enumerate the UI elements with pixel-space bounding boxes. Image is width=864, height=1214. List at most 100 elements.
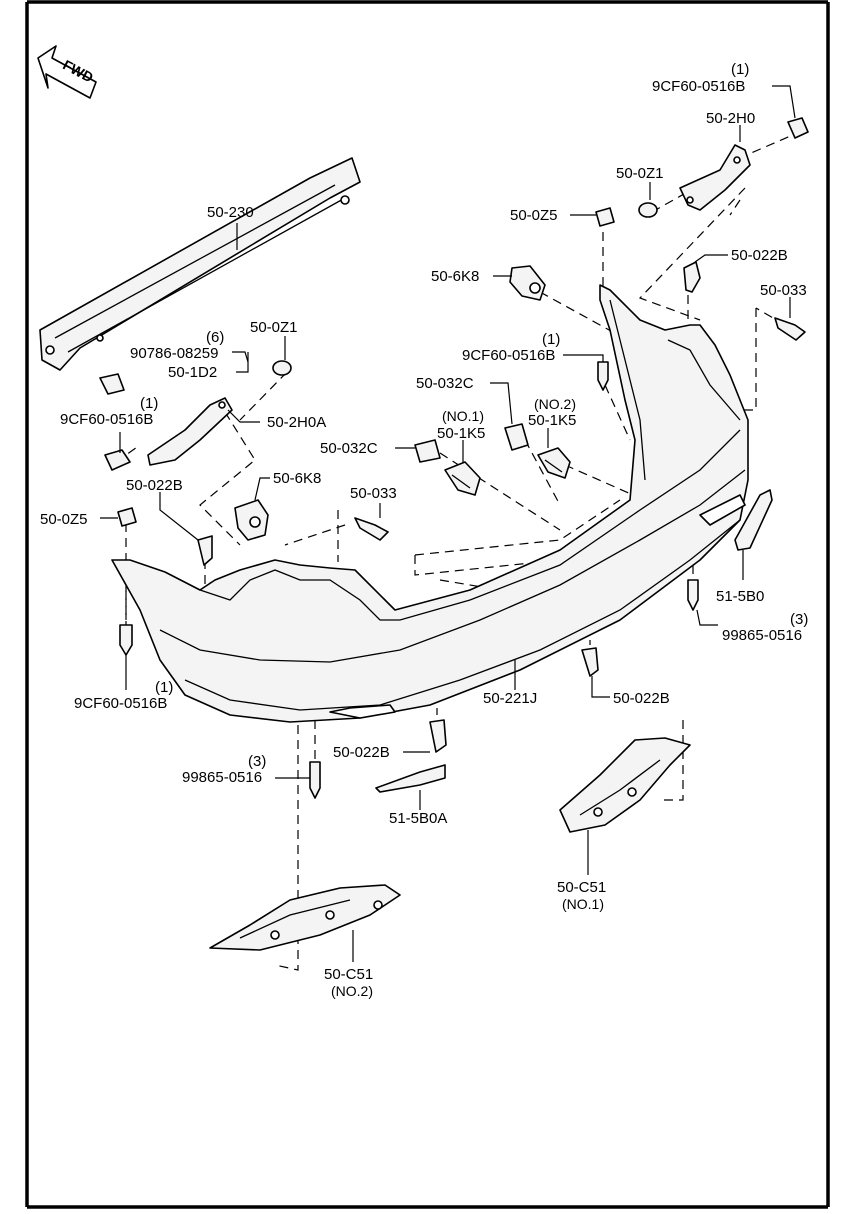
callout-50-c51-no2: 50-C51 (NO.2): [324, 966, 373, 999]
qty-label: (NO.1): [442, 408, 484, 424]
callout-50-1k5-no2: (NO.2) 50-1K5: [528, 396, 576, 429]
part-code-label: 50-1K5: [437, 425, 485, 442]
under-cover-c51-no2: [209, 884, 401, 951]
part-code-label: 50-0Z5: [40, 511, 88, 528]
variant-label: (NO.1): [562, 896, 604, 912]
part-code-label: 50-033: [760, 282, 807, 299]
qty-label: (NO.2): [534, 396, 576, 412]
clip-0z5-left: [117, 507, 137, 527]
part-code-label: 50-C51: [557, 879, 606, 896]
part-code-label: 9CF60-0516B: [60, 411, 153, 428]
callout-9cf60-bottom-left: (1) 9CF60-0516B: [74, 679, 173, 712]
part-code-label: 50-032C: [320, 440, 378, 457]
reflector-5b0a: [375, 764, 446, 793]
part-code-label: 50-2H0: [706, 110, 755, 127]
bolt-9cf60-bottom-left: [119, 624, 133, 656]
callout-50-022b-bottom-right: 50-022B: [613, 690, 670, 707]
bolt-9cf60-center: [597, 361, 609, 391]
part-code-label: 9CF60-0516B: [462, 347, 555, 364]
clip-0z5-right: [595, 207, 615, 227]
part-code-label: 50-6K8: [273, 470, 321, 487]
callout-50-032c-center: 50-032C: [416, 375, 474, 392]
part-code-label: 50-0Z1: [250, 319, 298, 336]
reinforcement-beam: [39, 157, 361, 371]
bumper-cover: [111, 284, 749, 723]
leader-lines: [100, 85, 796, 962]
screw-99865-right: [687, 579, 699, 611]
pad-6k8-center: [509, 265, 546, 301]
callout-50-6k8-left: 50-6K8: [273, 470, 321, 487]
right-bracket-2h0: [679, 144, 751, 211]
part-code-label: 50-1D2: [168, 364, 217, 381]
part-code-label: 50-221J: [483, 690, 537, 707]
callout-50-022b-bottom-center: 50-022B: [333, 744, 390, 761]
callout-51-5b0a: 51-5B0A: [389, 810, 447, 827]
screw-033-right: [774, 317, 806, 341]
left-bracket-2h0a: [147, 397, 233, 466]
bolt-9cf60-top-right: [787, 117, 809, 139]
callout-90786: (6) 90786-08259: [130, 329, 224, 362]
qty-label: (1): [155, 679, 173, 696]
qty-label: (1): [731, 61, 749, 78]
callout-50-022b-left: 50-022B: [126, 477, 183, 494]
callout-50-0z5-left: 50-0Z5: [40, 511, 88, 528]
callout-50-022b-right: 50-022B: [731, 247, 788, 264]
bolt-90786: [99, 373, 125, 395]
part-code-label: 50-1K5: [528, 412, 576, 429]
qty-label: (3): [790, 611, 808, 628]
clip-0z1-left: [272, 360, 292, 376]
part-code-label: 50-022B: [333, 744, 390, 761]
clip-022b-right: [683, 261, 701, 293]
pad-6k8-left: [234, 499, 269, 541]
under-cover-c51-no1: [559, 737, 691, 833]
clip-1k5-no1: [444, 461, 481, 496]
part-code-label: 51-5B0: [716, 588, 764, 605]
callout-99865-right: (3) 99865-0516: [722, 611, 808, 644]
callout-51-5b0: 51-5B0: [716, 588, 764, 605]
part-code-label: 50-022B: [126, 477, 183, 494]
part-code-label: 9CF60-0516B: [652, 78, 745, 95]
part-code-label: 9CF60-0516B: [74, 695, 167, 712]
callout-50-033-right: 50-033: [760, 282, 807, 299]
callout-9cf60-left: (1) 9CF60-0516B: [60, 395, 158, 428]
callout-9cf60-top-right: (1) 9CF60-0516B: [652, 61, 749, 95]
part-code-label: 50-C51: [324, 966, 373, 983]
screw-99865-left: [309, 761, 321, 799]
clip-1k5-no2: [537, 447, 571, 479]
callout-50-230: 50-230: [207, 204, 254, 221]
callout-50-0z1-left: 50-0Z1: [250, 319, 298, 336]
clip-022b-left: [197, 535, 213, 566]
part-code-label: 50-6K8: [431, 268, 479, 285]
callout-50-1k5-no1: (NO.1) 50-1K5: [437, 408, 485, 442]
clip-022b-bottom-right: [581, 647, 599, 677]
qty-label: (3): [248, 753, 266, 770]
callout-50-032c-left: 50-032C: [320, 440, 378, 457]
variant-label: (NO.2): [331, 983, 373, 999]
qty-label: (1): [542, 331, 560, 348]
callout-50-c51-no1: 50-C51 (NO.1): [557, 879, 606, 912]
retainer-032c-center: [504, 423, 529, 451]
screw-033-left: [354, 517, 389, 541]
part-code-label: 50-2H0A: [267, 414, 326, 431]
callout-9cf60-center: (1) 9CF60-0516B: [462, 331, 560, 364]
qty-label: (6): [206, 329, 224, 346]
fwd-arrow-icon: FWD: [37, 45, 97, 99]
part-code-label: 50-230: [207, 204, 254, 221]
part-code-label: 50-022B: [613, 690, 670, 707]
retainer-032c-left: [414, 439, 441, 463]
bolt-9cf60-left: [104, 449, 131, 471]
callout-50-6k8-center: 50-6K8: [431, 268, 479, 285]
callout-50-033-left: 50-033: [350, 485, 397, 502]
clip-022b-bottom-center: [429, 719, 447, 753]
part-code-label: 50-0Z5: [510, 207, 558, 224]
callout-50-2h0: 50-2H0: [706, 110, 755, 127]
clip-0z1-right: [638, 202, 658, 218]
part-code-label: 90786-08259: [130, 345, 218, 362]
part-code-label: 51-5B0A: [389, 810, 447, 827]
part-code-label: 99865-0516: [722, 627, 802, 644]
callout-50-0z5-right: 50-0Z5: [510, 207, 558, 224]
part-code-label: 50-032C: [416, 375, 474, 392]
reflector-5b0: [734, 489, 773, 551]
part-code-label: 50-022B: [731, 247, 788, 264]
